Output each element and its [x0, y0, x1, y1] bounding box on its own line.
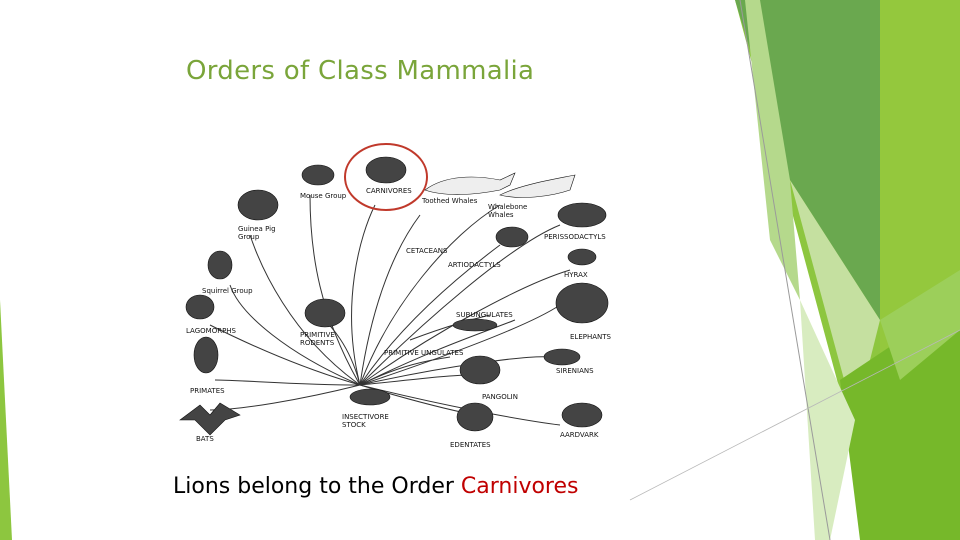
label-squirrel-group: Squirrel Group: [202, 287, 253, 295]
label-hyrax: HYRAX: [564, 271, 588, 279]
label-sirenians: SIRENIANS: [556, 367, 594, 375]
monkey-icon: [194, 337, 218, 373]
label-insectivore-stock: INSECTIVORE STOCK: [342, 413, 398, 429]
slide-title: Orders of Class Mammalia: [186, 56, 534, 86]
label-mouse-group: Mouse Group: [300, 192, 346, 200]
manatee-icon: [544, 349, 580, 365]
elephant-icon: [556, 283, 608, 323]
caption-prefix: Lions belong to the Order: [173, 474, 461, 499]
shrew-icon: [350, 389, 390, 405]
branch-primates: [215, 380, 360, 385]
label-guinea-pig-group: Guinea Pig Group: [238, 225, 278, 241]
rabbit-icon: [186, 295, 214, 319]
mouse-icon: [302, 165, 334, 185]
label-artiodactyls: ARTIODACTYLS: [448, 261, 501, 269]
label-edentates: EDENTATES: [450, 441, 491, 449]
label-elephants: ELEPHANTS: [570, 333, 611, 341]
guinea-pig-icon: [238, 190, 278, 220]
label-pangolin: PANGOLIN: [482, 393, 518, 401]
rodent-icon: [305, 299, 345, 327]
caption: Lions belong to the Order Carnivores: [173, 474, 579, 499]
label-carnivores: CARNIVORES: [366, 187, 412, 195]
toothed-whale-icon: [425, 173, 515, 195]
label-subungulates: SUBUNGULATES: [456, 311, 513, 319]
bat-icon: [180, 403, 240, 435]
label-lagomorphs: LAGOMORPHS: [186, 327, 236, 335]
label-primitive-ungulates: PRIMITIVE UNGULATES: [384, 349, 463, 357]
label-primitive-rodents: PRIMITIVE RODENTS: [300, 331, 354, 347]
aardvark-icon: [562, 403, 602, 427]
civet-icon: [453, 319, 497, 331]
mammal-orders-diagram: Mouse Group CARNIVORES Toothed Whales Wh…: [170, 135, 630, 455]
deer-icon: [496, 227, 528, 247]
tapir-icon: [558, 203, 606, 227]
caption-highlight: Carnivores: [461, 474, 579, 499]
label-perissodactyls: PERISSODACTYLS: [544, 233, 606, 241]
armadillo-icon: [457, 403, 493, 431]
branch-cetaceans: [360, 215, 420, 385]
label-primates: PRIMATES: [190, 387, 225, 395]
label-bats: BATS: [196, 435, 214, 443]
pangolin-icon: [460, 356, 500, 384]
squirrel-icon: [208, 251, 232, 279]
label-toothed-whales: Toothed Whales: [422, 197, 477, 205]
hyrax-icon: [568, 249, 596, 265]
label-aardvark: AARDVARK: [560, 431, 599, 439]
phylogeny-tree: [170, 135, 630, 455]
branch-bats: [210, 385, 360, 410]
label-whalebone-whales: Whalebone Whales: [488, 203, 532, 219]
lion-icon: [366, 157, 406, 183]
label-cetaceans: CETACEANS: [406, 247, 448, 255]
branch-periss: [360, 225, 560, 385]
